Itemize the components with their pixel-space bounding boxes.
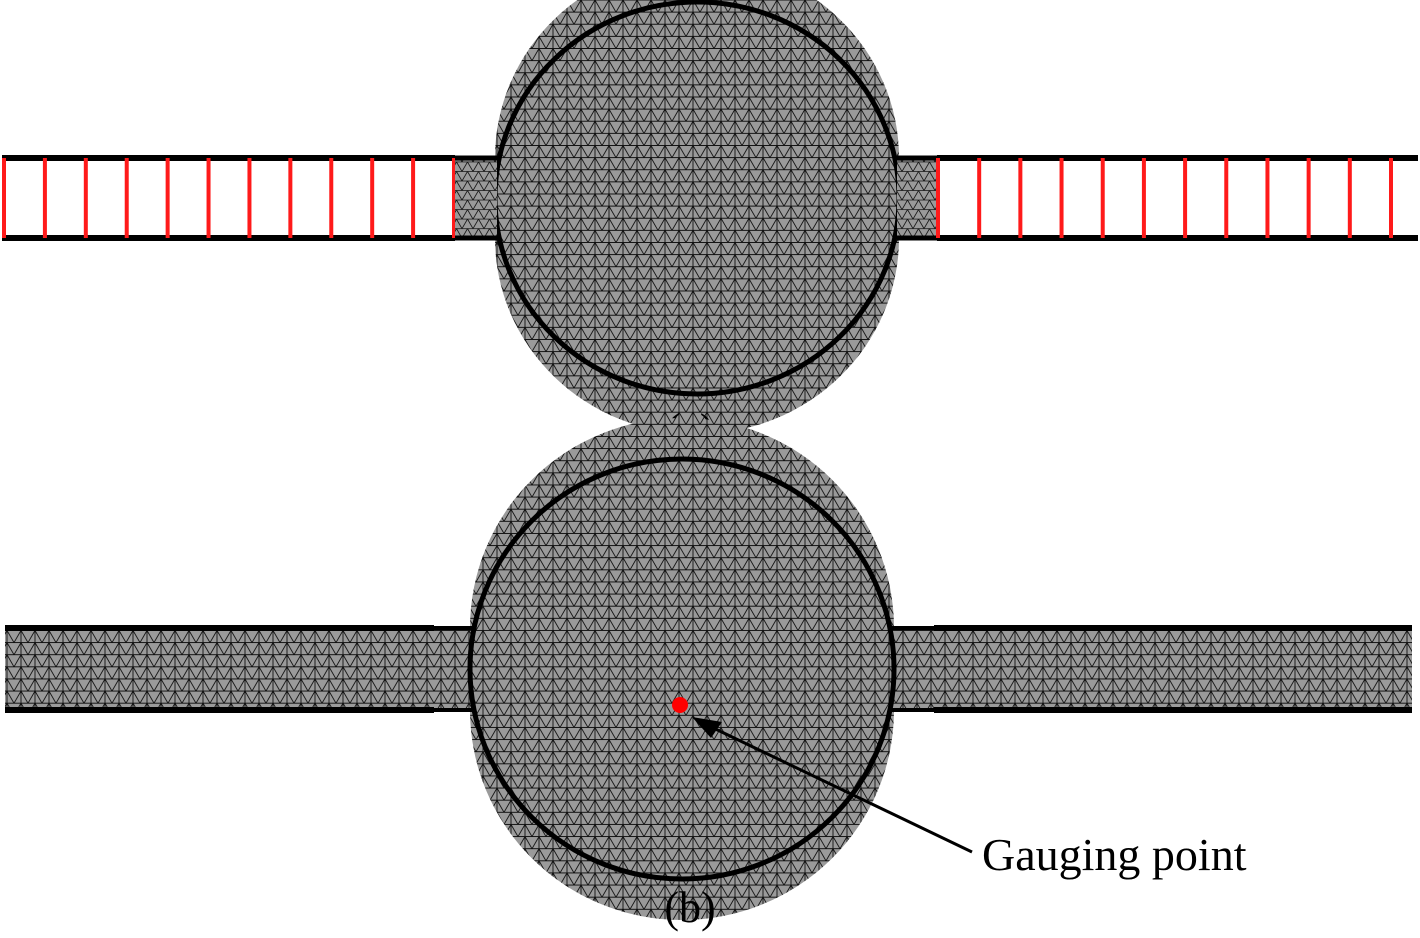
gauging-point-marker bbox=[672, 697, 688, 713]
2d-mesh-reservoir bbox=[455, 0, 937, 434]
panel-a: (a) bbox=[2, 0, 1418, 454]
mesh-region bbox=[455, 0, 937, 434]
connector-left bbox=[455, 160, 497, 236]
annotation-arrowhead bbox=[692, 717, 722, 738]
panel-label-b: (b) bbox=[664, 883, 715, 932]
gauging-point-label: Gauging point bbox=[982, 829, 1247, 880]
annotation-leader-line bbox=[704, 722, 973, 854]
mesh-region-full bbox=[5, 418, 1412, 920]
cross-sections-right bbox=[936, 158, 1393, 238]
cross-sections-left bbox=[2, 158, 456, 238]
1d-channel-left bbox=[2, 155, 456, 241]
panel-b: Gauging point (b) bbox=[5, 418, 1412, 932]
reservoir-boundary bbox=[467, 456, 897, 882]
1d-channel-right bbox=[936, 155, 1418, 241]
connector-right bbox=[897, 160, 937, 236]
